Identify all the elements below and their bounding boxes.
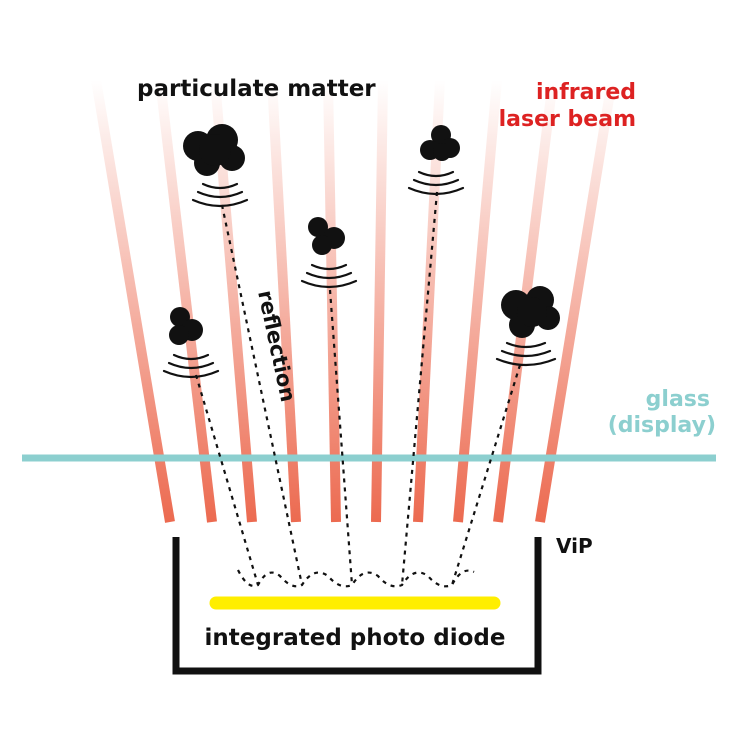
laser-beam xyxy=(535,79,617,523)
infrared-label-line2: laser beam xyxy=(499,107,636,132)
vip-label: ViP xyxy=(556,534,593,558)
particle-icon xyxy=(183,124,245,176)
laser-beam xyxy=(371,79,388,523)
vip-housing xyxy=(172,537,542,675)
signal-waves-icon xyxy=(407,170,465,196)
signal-waves xyxy=(162,170,557,379)
signal-waves-icon xyxy=(191,182,249,208)
reflection-paths xyxy=(194,191,522,588)
particulate-matter-label: particulate matter xyxy=(137,76,376,102)
laser-beam xyxy=(453,79,502,523)
reflection-path xyxy=(400,191,439,586)
photo-diode-label: integrated photo diode xyxy=(205,625,506,651)
signal-waves-icon xyxy=(495,341,557,367)
glass-label-line2: (display) xyxy=(608,413,716,438)
signal-waves-icon xyxy=(162,353,220,379)
reflection-path xyxy=(220,204,304,586)
glass-label-line1: glass xyxy=(646,387,710,412)
particles xyxy=(169,124,560,345)
particle-icon xyxy=(169,307,203,345)
laser-beam xyxy=(323,79,341,523)
reflection-path xyxy=(450,364,522,586)
infrared-label-line1: infrared xyxy=(536,80,636,105)
reflection-path xyxy=(194,374,260,586)
reflection-path xyxy=(328,289,354,586)
particle-icon xyxy=(420,125,460,161)
particle-icon xyxy=(501,286,560,338)
laser-beam xyxy=(155,79,217,523)
laser-beam xyxy=(267,79,301,523)
particle-icon xyxy=(308,217,345,255)
signal-waves-icon xyxy=(300,263,358,289)
reflection-path xyxy=(237,569,475,588)
laser-beam xyxy=(91,79,175,523)
reflection-label: reflection xyxy=(253,288,300,404)
